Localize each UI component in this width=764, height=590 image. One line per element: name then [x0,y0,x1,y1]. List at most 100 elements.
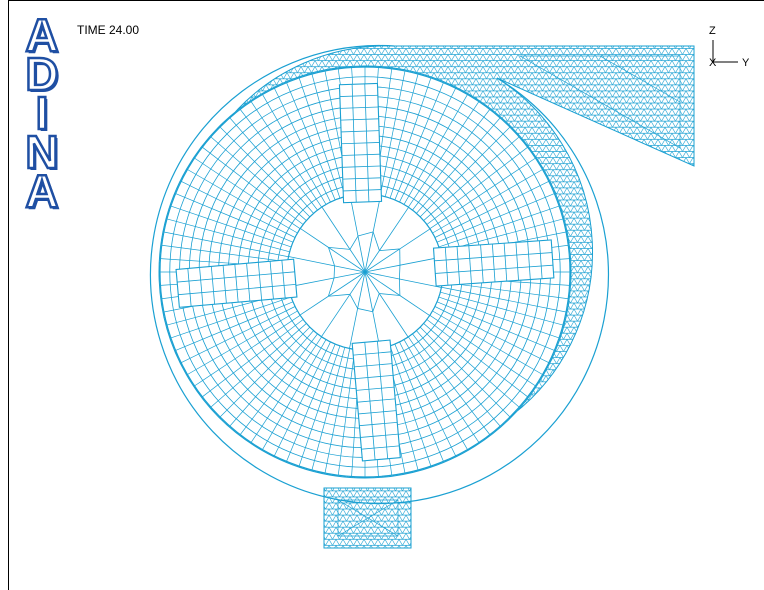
rotor-radial-line [210,136,307,221]
paddle-grid-line [527,241,531,280]
rotor-radial-line [180,306,296,363]
rotor-radial-line [408,336,480,443]
hub-outer-edge [399,295,430,316]
axis-horizontal-label: Y [742,57,750,69]
paddle-grid-line [359,421,398,427]
rotor-radial-line [423,136,520,221]
rotor-radial-line [432,310,543,375]
rotor-radial-line [434,306,550,363]
hub-outer-edge [300,228,329,248]
hub-cell-edge [357,231,374,237]
paddle-grid-line [222,265,227,304]
paddle-grid-line [355,374,394,380]
rotor-radial-line [434,181,550,238]
rotor-radial-line [441,286,567,313]
rotor-radial-line [229,330,314,427]
rotor-radial-line [412,109,491,211]
paddle-grid-line [377,341,389,459]
paddle-grid-line [468,245,472,284]
frame-top-border [8,0,764,1]
rotor-radial-line [202,146,304,225]
rotor-radial-line [298,77,341,199]
rotor-radial-line [161,244,288,263]
paddle-grid-line [351,84,357,203]
paddle-grid-line [354,363,393,368]
paddle-grid-line [480,244,484,283]
rotor-radial-line [202,319,304,398]
hub-outer-edge [379,207,409,251]
logo-letter-a: A [24,9,60,61]
rotor-radial-line [175,193,294,243]
rotor-radial-line [187,310,298,375]
hub-cell-edge [328,247,335,266]
rotor-radial-line [436,193,555,243]
paddle-grid-line [357,398,396,403]
rotor-radial-line [423,323,520,408]
hub-spoke [364,271,401,296]
hub-spoke [328,247,366,273]
hub-outer-edge [399,228,431,250]
rotor-radial-line [239,109,318,211]
time-label: TIME 24.00 [77,23,140,37]
rotor-radial-line [429,157,536,229]
rotor-radial-line [219,326,311,418]
hub-spoke [364,271,380,294]
rotor-radial-line [163,231,289,258]
rotor-radial-line [436,301,555,351]
paddle-grid-line [358,410,397,415]
bottom-stub-diagonals [337,499,399,537]
hub-cell-edge [333,265,335,279]
hub-cell-edge [372,293,380,312]
hub-cell-edge [357,308,373,313]
hub-cell-edge [328,293,351,297]
hub-mesh [286,193,444,351]
hub-cell-edge [327,277,335,297]
rotor-radial-line [389,77,432,199]
paddle-grid-line [187,268,192,307]
hub-spoke [333,271,366,279]
hub-cell-edge [349,294,358,309]
rotor-radial-line [416,117,501,214]
paddle-grid-line [342,165,381,168]
paddle-grid-line [491,244,496,282]
rotor-radial-line [412,333,491,435]
rotor-radial-line [166,218,290,253]
hub-spoke [364,264,401,273]
hub-cell-edge [399,278,401,296]
adina-logo: A D I N A [22,9,62,217]
paddle-grid-line [341,130,380,133]
paddle-grid-line [257,262,263,301]
paddle-grid-line [177,271,295,283]
rotor-radial-line [219,126,311,218]
hub-spoke [364,271,374,312]
rotor-radial-line [311,73,346,197]
logo-letter-a-last: A [24,165,60,217]
paddle-right [432,239,555,287]
rotor-radial-line [426,319,528,398]
rotor-radial-line [274,87,331,203]
hub-spoke [357,271,366,309]
rotor-radial-line [379,70,406,196]
paddle-grid-line [339,94,378,97]
hub-outer-edge [349,308,359,349]
rotor-radial-line [429,315,536,387]
rotor-radial-line [239,333,318,435]
hub-cell-edge [372,231,380,251]
hub-spoke [357,235,366,273]
hub-spoke [349,249,366,273]
paddle-grid-line [356,386,395,391]
paddle-grid-line [353,351,392,356]
outlet-diagonals [518,55,681,149]
paddle-grid-line [364,83,370,202]
rotor-radial-line [175,301,294,351]
rotor-radial-line [311,347,346,471]
rotor-radial-line [403,339,468,450]
hub-spoke [364,231,374,273]
rotor-radial-line [419,326,511,418]
casing-mesh [149,44,695,549]
axis-vertical-label: Z [709,25,716,37]
rotor-radial-line [389,345,432,467]
rotor-radial-line [194,315,301,387]
hub-spoke [349,271,366,295]
